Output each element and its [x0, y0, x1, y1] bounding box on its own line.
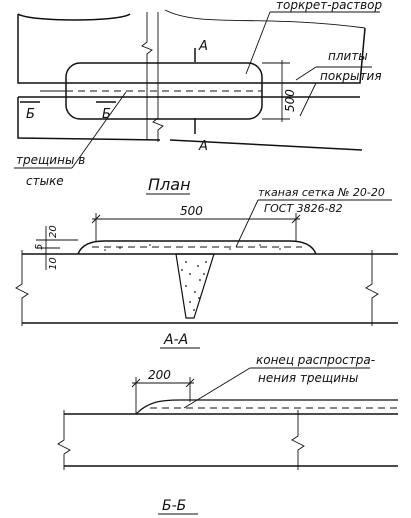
break-line-plan-1	[141, 12, 153, 140]
crack-end-1: конец распростра-	[256, 353, 375, 367]
mesh-label-1: тканая сетка № 20-20	[258, 186, 385, 199]
dim-20: 20	[48, 225, 59, 238]
dim-10: 10	[48, 257, 59, 270]
break-left-bb	[57, 410, 71, 470]
upper-plate	[17, 13, 366, 84]
section-aa: 500 тканая сетка № 20-20 ГОСТ 3826-82 20…	[15, 186, 398, 349]
plan-view: А А Б Б 500 торкрет-раствор плиты покрыт…	[14, 0, 382, 195]
crack-dots	[104, 244, 281, 311]
title-aa: А-А	[163, 332, 188, 348]
crack-end-2: нения трещины	[258, 371, 358, 385]
cut-label-a-top: А	[198, 39, 208, 54]
lower-plate	[17, 96, 363, 151]
dim-500-aa-tick1	[91, 214, 101, 224]
torkret-leader	[245, 11, 271, 75]
break-right-aa	[365, 250, 379, 326]
section-bb: 200 конец распростра- нения трещины Б-Б	[57, 353, 398, 515]
dim-500-aa-tick2	[291, 214, 301, 224]
title-bb: Б-Б	[162, 498, 186, 514]
label-torkret: торкрет-раствор	[276, 0, 382, 12]
label-cracks-1: трещины в	[16, 153, 85, 167]
cracks-leader	[71, 91, 127, 169]
mesh-leader	[235, 199, 259, 248]
label-plates-2: покрытия	[320, 69, 382, 83]
torkret-overlay-bb	[135, 399, 398, 415]
dim-200-tick2	[185, 378, 195, 388]
cut-label-b-left: Б	[26, 107, 35, 122]
plates-leader-1	[295, 66, 317, 81]
mesh-label-2: ГОСТ 3826-82	[264, 202, 343, 215]
break-line-plan-2	[152, 12, 164, 142]
break-left-aa	[15, 250, 29, 326]
torkret-overlay-aa	[77, 240, 317, 255]
cut-label-b-right: Б	[102, 107, 111, 122]
cut-label-a-bottom: А	[198, 139, 208, 154]
dim-500-plan: 500	[283, 89, 297, 112]
label-plates-1: плиты	[328, 49, 368, 63]
dim-500-aa: 500	[180, 204, 203, 218]
upper-plate-top-edge	[164, 9, 366, 29]
dim-200: 200	[148, 368, 171, 382]
break-right-bb	[291, 410, 305, 470]
crack-fill-aa	[175, 253, 215, 319]
dim-5: 5	[34, 244, 45, 250]
dim-200-tick1	[131, 378, 141, 388]
plates-leader-2	[299, 82, 317, 117]
crack-end-leader	[183, 367, 251, 409]
label-cracks-2: стыке	[26, 174, 64, 188]
title-plan: План	[148, 175, 191, 194]
